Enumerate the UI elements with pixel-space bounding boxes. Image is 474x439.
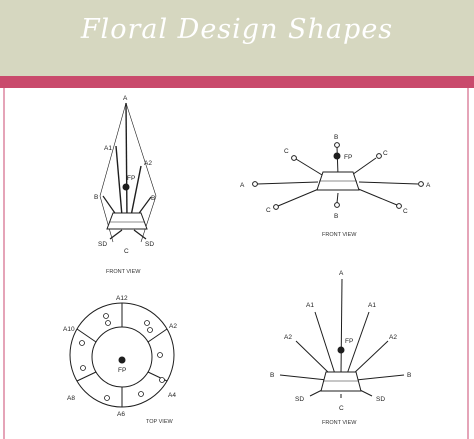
label-c-lower-left: C: [266, 207, 271, 214]
label-b-right: B: [407, 372, 411, 379]
flower-marker: [144, 320, 150, 326]
label-sd-right: SD: [145, 241, 154, 248]
label-a2-right: A2: [389, 334, 397, 341]
stem-line: [277, 187, 322, 207]
flower-marker: [79, 340, 85, 346]
label-a: A: [123, 95, 128, 102]
label-a1-left: A1: [306, 302, 314, 309]
label-focal-point: FP: [344, 154, 352, 161]
label-c-upper-left: C: [284, 148, 289, 155]
ring-divider: [147, 328, 168, 343]
diagram-horizontal-front: [252, 142, 424, 210]
label-focal-point: FP: [127, 175, 135, 182]
label-a12: A12: [116, 295, 128, 302]
flower-marker: [80, 365, 86, 371]
container: [106, 212, 148, 230]
flower-marker: [105, 320, 111, 326]
flower-marker: [103, 313, 109, 319]
outline-line: [99, 195, 114, 243]
focal-point-dot: [337, 346, 345, 354]
flower-marker: [334, 202, 340, 208]
stem-line: [358, 181, 419, 185]
label-c-upper-right: C: [383, 150, 388, 157]
label-b-top: B: [334, 134, 338, 141]
caption-front-view: FRONT VIEW: [322, 420, 357, 426]
ring-divider: [76, 371, 97, 382]
page-title: Floral Design Shapes: [80, 14, 394, 45]
stem-line: [130, 165, 142, 217]
flower-marker: [396, 203, 402, 209]
label-a2: A2: [169, 323, 177, 330]
stem-line: [336, 192, 339, 204]
content-frame: [3, 88, 469, 439]
stem-line: [336, 146, 339, 176]
stem-line: [115, 145, 123, 217]
focal-point-dot: [122, 183, 130, 191]
label-sd-left: SD: [295, 396, 304, 403]
label-b-bottom: B: [334, 213, 338, 220]
header-banner: Floral Design Shapes: [0, 0, 474, 76]
flower-marker: [159, 377, 165, 383]
focal-point-dot: [333, 152, 341, 160]
flower-marker: [147, 327, 153, 333]
flower-marker: [291, 155, 297, 161]
caption-top-view: TOP VIEW: [146, 419, 174, 425]
outline-line: [140, 195, 157, 243]
flower-marker: [252, 181, 258, 187]
label-a8: A8: [67, 395, 75, 402]
stem-line: [133, 229, 147, 240]
label-a: A: [339, 270, 344, 277]
label-b-left: B: [270, 372, 274, 379]
stem-line: [279, 374, 328, 381]
label-a2-left: A2: [284, 334, 292, 341]
stem-line: [355, 374, 405, 381]
caption-front-view: FRONT VIEW: [106, 269, 141, 275]
stem-line: [351, 340, 389, 376]
stem-line: [355, 187, 398, 206]
flower-marker: [157, 352, 163, 358]
focal-point-dot: [118, 356, 126, 364]
label-sd-right: SD: [376, 396, 385, 403]
label-c: C: [339, 405, 344, 412]
diagram-triangle-front: [99, 102, 157, 243]
label-a6: A6: [117, 411, 125, 418]
label-focal-point: FP: [118, 367, 126, 374]
label-a2: A2: [144, 160, 152, 167]
stem-line: [295, 340, 332, 376]
label-a-left: A: [240, 182, 245, 189]
label-a1-right: A1: [368, 302, 376, 309]
label-a4: A4: [168, 392, 176, 399]
flower-marker: [376, 153, 382, 159]
label-b-right: B: [151, 195, 155, 202]
label-sd-left: SD: [98, 241, 107, 248]
stem-line: [125, 102, 128, 221]
stem-line: [314, 311, 336, 375]
stem-line: [346, 311, 370, 375]
outline-line: [99, 102, 127, 197]
flower-marker: [138, 391, 144, 397]
flower-marker: [104, 395, 110, 401]
label-c: C: [124, 248, 129, 255]
caption-front-view: FRONT VIEW: [322, 232, 357, 238]
label-focal-point: FP: [345, 338, 353, 345]
diagram-fan-front: [279, 278, 405, 398]
label-a-right: A: [426, 182, 431, 189]
flower-marker: [273, 204, 279, 210]
container: [320, 371, 362, 392]
flower-marker: [334, 142, 340, 148]
outline-line: [125, 102, 157, 197]
ring-divider: [76, 328, 97, 343]
diagram-round-top: [69, 302, 175, 408]
label-c-lower-right: C: [403, 208, 408, 215]
stem-line: [256, 181, 319, 185]
stem-line: [109, 229, 123, 240]
stem-line: [340, 278, 343, 375]
label-a10: A10: [63, 326, 75, 333]
flower-marker: [418, 181, 424, 187]
accent-band: [0, 76, 474, 88]
label-b-left: B: [94, 194, 98, 201]
label-a1: A1: [104, 145, 112, 152]
